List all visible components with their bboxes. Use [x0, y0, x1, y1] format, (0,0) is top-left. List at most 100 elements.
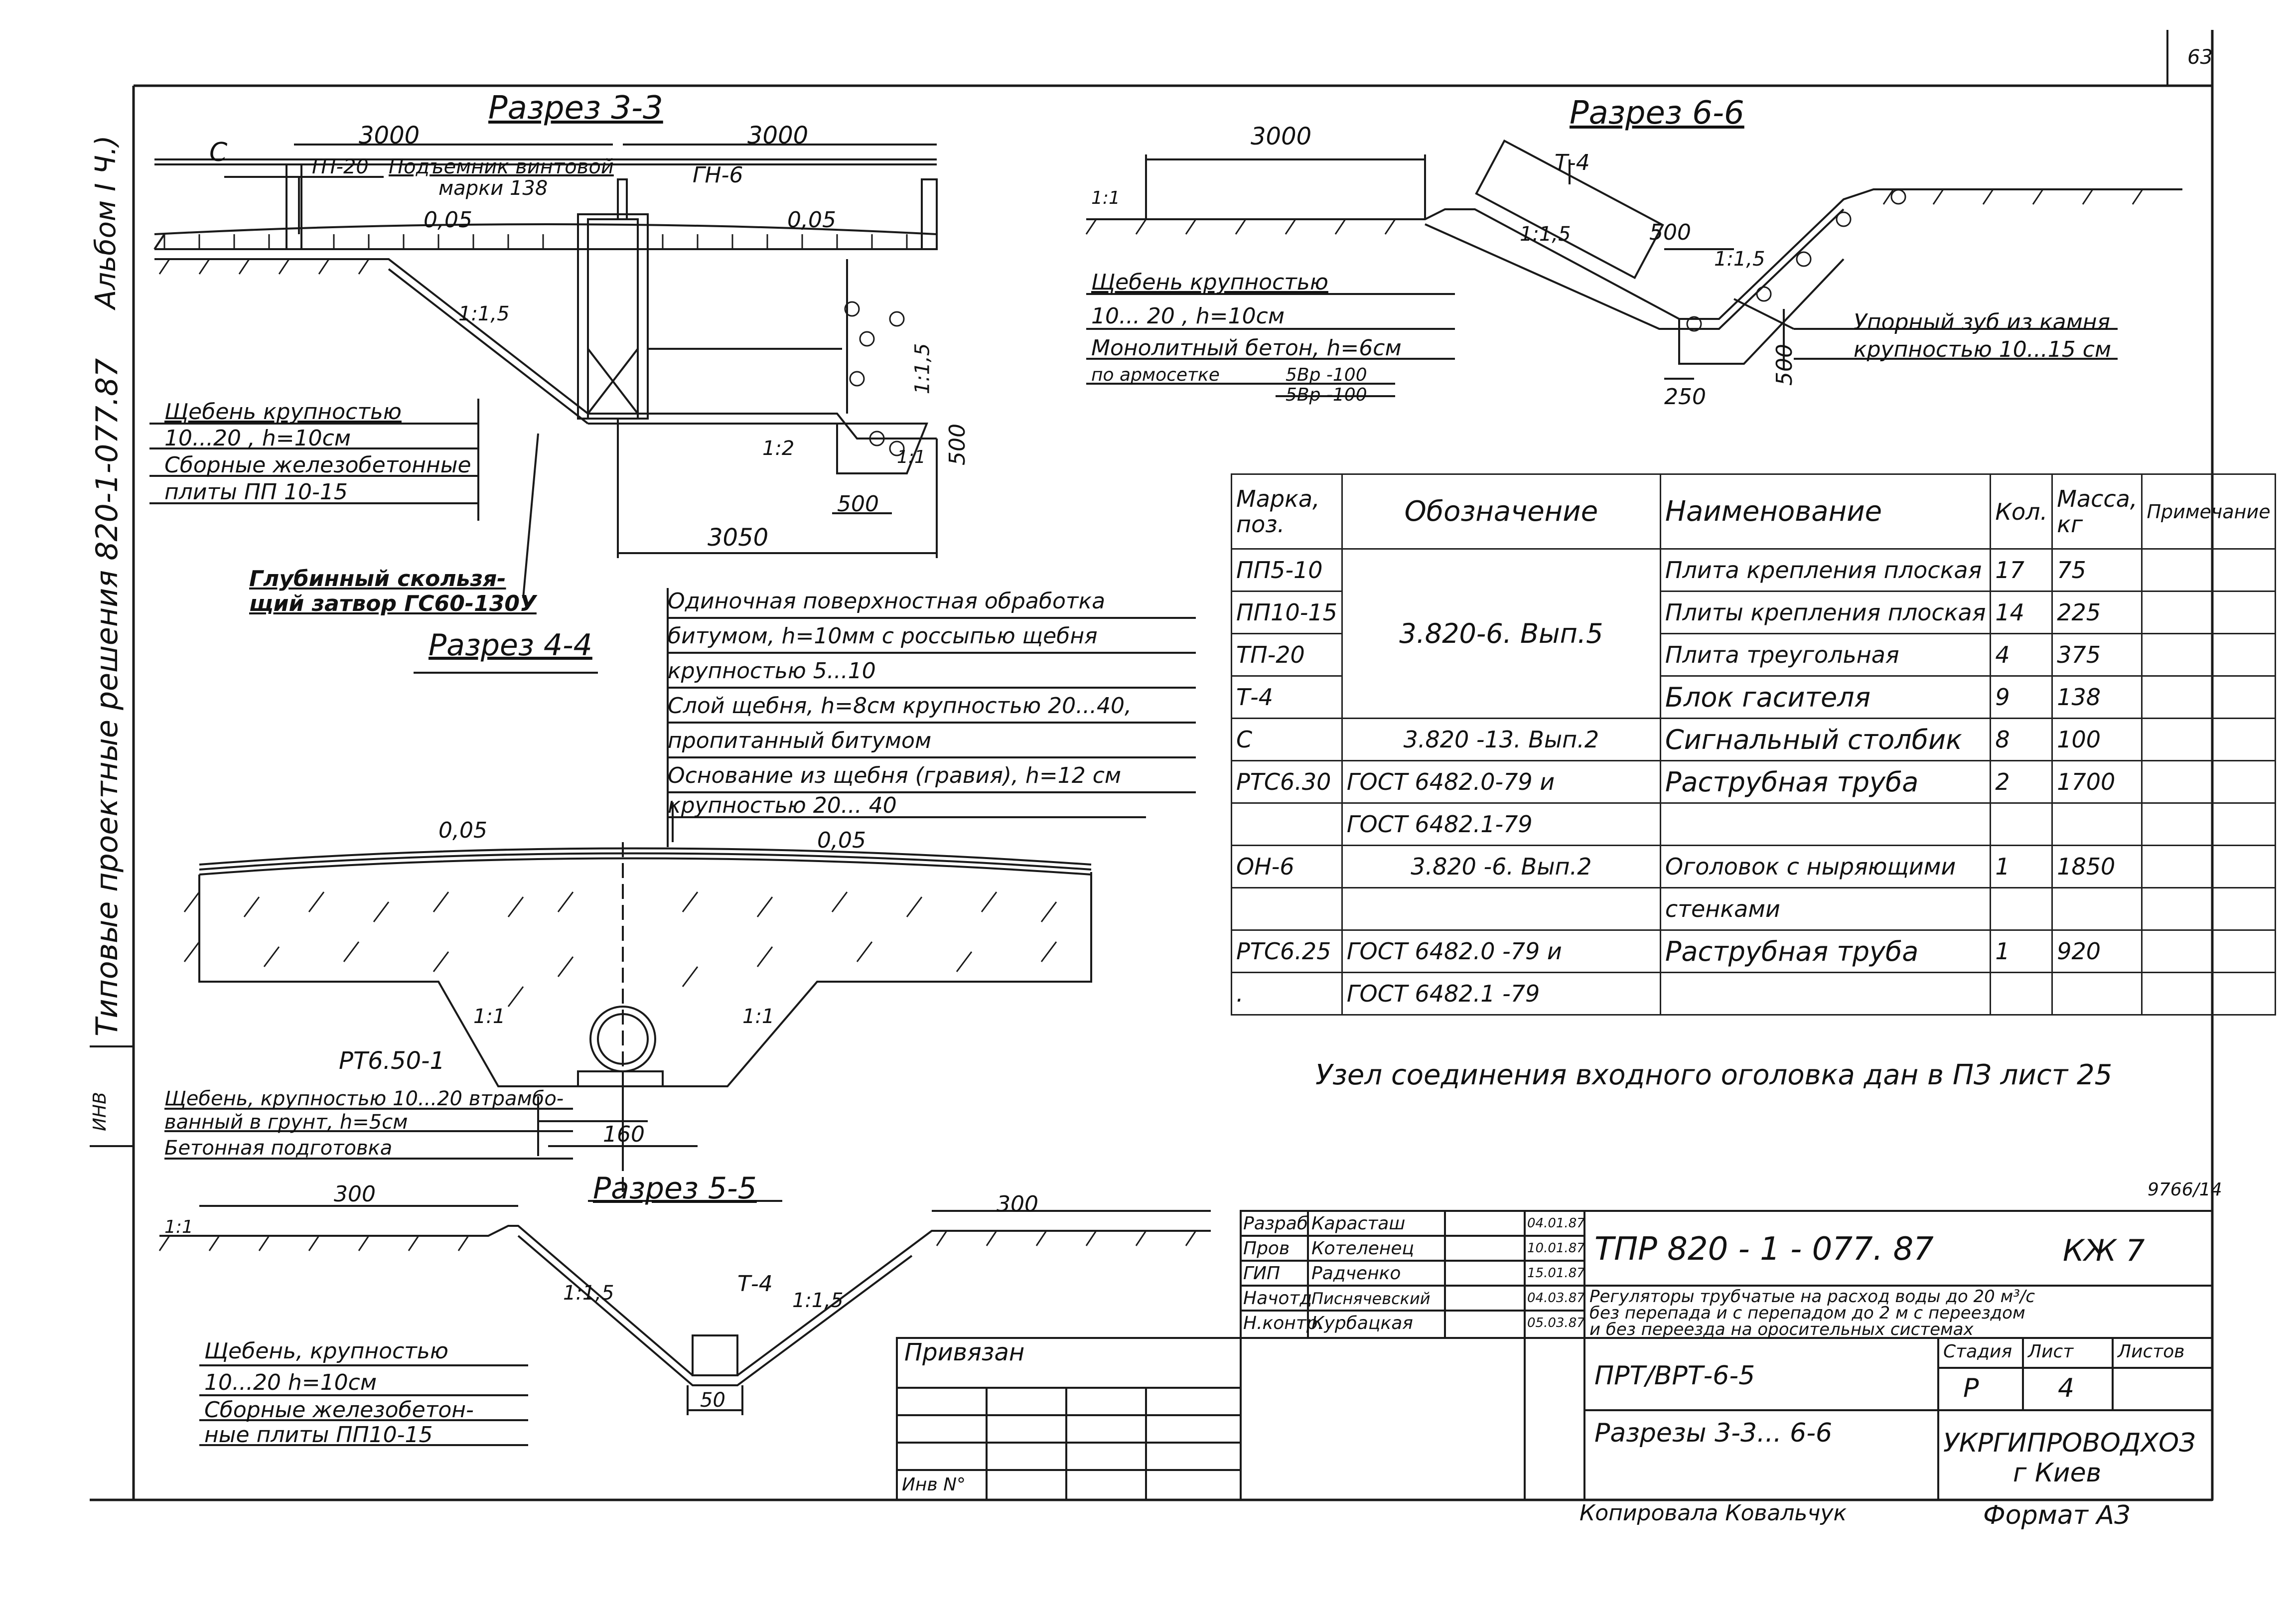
spec-cell: Оголовок с ныряющими [1659, 845, 1992, 888]
spec-cell: 1700 [2051, 760, 2143, 804]
ratio-33-a: 1:1,5 [458, 302, 510, 325]
slope-44-b: 0,05 [817, 828, 866, 853]
dim-3000-b: 3000 [747, 122, 809, 149]
note-66-line4: по армосетке [1091, 365, 1220, 385]
side-album-label: Альбом Ⅰ Ч.) [90, 135, 122, 309]
spec-cell: 17 [1990, 548, 2053, 592]
spec-header-mark: Марка, поз. [1231, 473, 1343, 550]
spec-header-note: Примечание [2141, 473, 2276, 550]
tb-desc-3: и без переезда на оросительных системах [1589, 1320, 1974, 1339]
ratio-33-c: 1:2 [762, 437, 795, 460]
label-gn6: ГН-6 [693, 162, 743, 188]
spec-cell: РТС6.25 [1231, 929, 1343, 973]
ratio-66-a: 1:1 [1091, 188, 1120, 208]
spec-cell [2051, 972, 2143, 1016]
spec-cell: 75 [2051, 548, 2143, 592]
label-c: С [209, 138, 228, 167]
spec-cell: С [1231, 718, 1343, 761]
tb-sheet: 4 [2058, 1373, 2075, 1403]
spec-cell: 8 [1990, 718, 2053, 761]
spec-header-qty: Кол. [1990, 473, 2053, 550]
spec-cell: Раструбная труба [1659, 760, 1992, 804]
tb-role-3: Начотд [1243, 1288, 1312, 1309]
spec-header-mass: Масса, кг [2051, 473, 2143, 550]
spec-cell: 138 [2051, 675, 2143, 719]
spec-cell: Блок гасителя [1659, 675, 1992, 719]
note-44-line4: Слой щебня, h=8см крупностью 20...40, [668, 693, 1132, 719]
tb-name-1: Котеленец [1311, 1238, 1415, 1259]
spec-cell: 2 [1990, 760, 2053, 804]
tb-stage: Р [1963, 1373, 1979, 1403]
spec-cell: 1 [1990, 845, 2053, 888]
note-44-bottom-2: ванный в грунт, h=5см [164, 1111, 408, 1134]
dim-55-50: 50 [700, 1389, 725, 1412]
dim-3050: 3050 [708, 524, 769, 552]
spec-cell: 3.820-6. Вып.5 [1341, 548, 1661, 719]
ratio-33-b: 1:1,5 [911, 343, 934, 395]
note-55-line2: 10...20 h=10см [204, 1370, 377, 1395]
section-4-4-title: Разрез 4-4 [429, 628, 592, 663]
note-33-line4: плиты ПП 10-15 [164, 479, 348, 505]
spec-header-designation: Обозначение [1341, 473, 1661, 550]
dim-66-500-b: 500 [1771, 344, 1797, 386]
dim-55-300-b: 300 [997, 1191, 1038, 1217]
spec-cell [2141, 802, 2276, 846]
tb-org: УКРГИПРОВОДХОЗ [1943, 1428, 2196, 1458]
note-33-line2: 10...20 , h=10см [164, 426, 351, 451]
spec-cell [2141, 972, 2276, 1016]
node-connection-note: Узел соединения входного оголовка дан в … [1315, 1059, 2113, 1091]
note-55-line1: Щебень, крупностью [204, 1338, 448, 1364]
dim-66-3000: 3000 [1251, 123, 1312, 150]
spec-cell: Т-4 [1231, 675, 1343, 719]
note-55-line3: Сборные железобетон- [204, 1397, 474, 1423]
spec-cell: 920 [2051, 929, 2143, 973]
ratio-66-c: 1:1,5 [1714, 248, 1765, 271]
note-55-line4: ные плиты ПП10-15 [204, 1422, 433, 1448]
tb-role-0: Разраб [1243, 1213, 1308, 1234]
spec-cell: 3.820 -6. Вып.2 [1341, 845, 1661, 888]
spec-cell: ТП-20 [1231, 633, 1343, 677]
note-66-line5: 5Вр -100 [1286, 365, 1367, 385]
section-6-6-title: Разрез 6-6 [1570, 95, 1744, 132]
spec-cell: ПП10-15 [1231, 590, 1343, 634]
page-number: 63 [2187, 46, 2213, 69]
spec-cell: Плиты крепления плоская [1659, 590, 1992, 634]
tb-desc-1: Регуляторы трубчатые на расход воды до 2… [1589, 1287, 2035, 1307]
spec-cell [1990, 887, 2053, 931]
spec-cell: стенками [1659, 887, 1992, 931]
spec-cell: Плита крепления плоская [1659, 548, 1992, 592]
spec-cell: Сигнальный столбик [1659, 718, 1992, 761]
note-33-line3: Сборные железобетонные [164, 452, 471, 478]
ratio-55-c: 1:1,5 [792, 1289, 844, 1312]
spec-cell: РТС6.30 [1231, 760, 1343, 804]
spec-cell [2141, 718, 2276, 761]
spec-cell [2051, 887, 2143, 931]
section-5-5-title: Разрез 5-5 [593, 1171, 757, 1206]
spec-cell: ОН-6 [1231, 845, 1343, 888]
ratio-55-a: 1:1 [164, 1217, 193, 1237]
tb-sheet-title: Разрезы 3-3... 6-6 [1594, 1418, 1833, 1448]
tb-date-1: 10.01.87 [1527, 1241, 1585, 1256]
tb-sheet-header: Лист [2028, 1341, 2074, 1362]
label-lift-2: марки 138 [438, 177, 548, 200]
spec-cell [2141, 590, 2276, 634]
note-44-line7: крупностью 20... 40 [668, 793, 897, 818]
spec-cell [1341, 887, 1661, 931]
spec-cell [1659, 802, 1992, 846]
side-series-label: Типовые проектные решения 820-1-077.87 [90, 358, 125, 1036]
spec-cell [2141, 845, 2276, 888]
ratio-44-b: 1:1 [742, 1005, 775, 1028]
slope-33-b: 0,05 [787, 207, 836, 233]
tb-date-0: 04.01.87 [1527, 1216, 1585, 1231]
tb-date-3: 04.03.87 [1527, 1291, 1585, 1306]
dim-500-b: 500 [944, 424, 970, 465]
tb-code: ТПР 820 - 1 - 077. 87 [1594, 1231, 1934, 1268]
ratio-33-d: 1:1 [897, 447, 926, 467]
ratio-66-b: 1:1,5 [1520, 223, 1571, 246]
label-tp20: ТП-20 [309, 155, 369, 178]
tb-city: г Киев [2013, 1458, 2102, 1488]
note-44-line2: битумом, h=10мм с россыпью щебня [668, 623, 1098, 649]
dim-44-160: 160 [603, 1122, 645, 1147]
tb-name-0: Карасташ [1311, 1213, 1406, 1234]
